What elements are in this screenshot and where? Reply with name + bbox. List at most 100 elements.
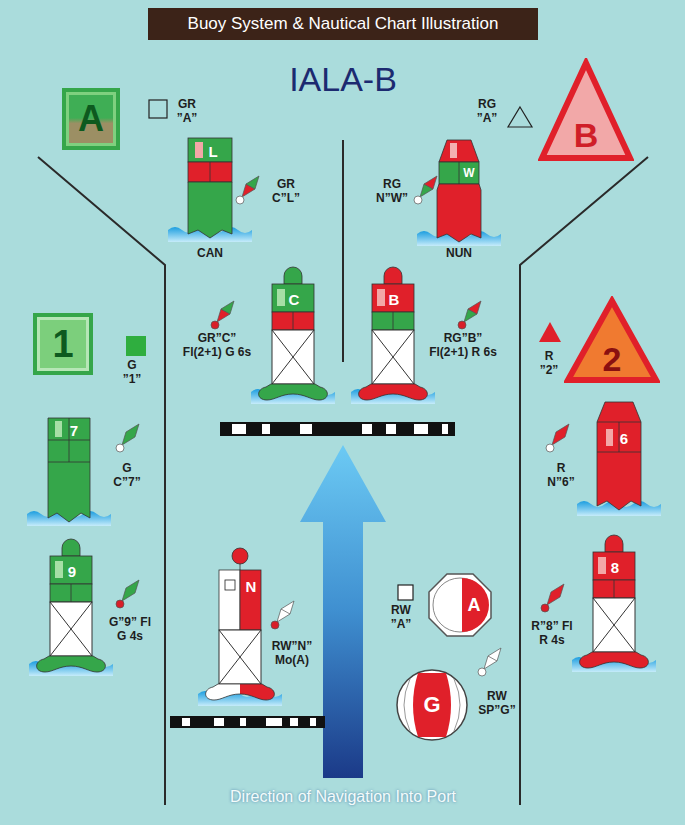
top-marks: [122, 580, 139, 601]
buoy-letter: B: [385, 289, 403, 309]
checkered-bar: [414, 424, 428, 434]
lit-buoy-9: [62, 539, 80, 556]
channel-lines: [38, 157, 165, 805]
node-text: L: [208, 144, 217, 159]
lit-buoy-b: [372, 330, 414, 384]
lit-buoy-c: [293, 312, 294, 330]
octagon-buoy: [429, 574, 491, 636]
buoy-label: RW SP”G”: [477, 690, 517, 718]
top-marks: [458, 321, 466, 329]
top-marks: [211, 321, 219, 329]
top-marks: [271, 601, 294, 629]
triangle-outline: [542, 63, 630, 158]
safe-water-buoy: [240, 570, 261, 630]
node-text: B: [574, 118, 599, 152]
chart-triangle: B: [538, 58, 634, 162]
buoy-label: G C”7”: [110, 462, 144, 490]
triangle-outline: [568, 301, 656, 380]
chart-symbols: [508, 107, 532, 127]
buoy-letter: G: [420, 691, 444, 719]
lit-buoy-8: [605, 535, 623, 552]
top-marks: [414, 176, 437, 204]
top-marks: [546, 444, 554, 452]
nun-buoy: [439, 140, 479, 162]
top-marks: [221, 301, 234, 314]
lit-buoy-c: [284, 267, 302, 284]
safe-water-buoy: [225, 580, 235, 590]
symbol-label: GR ”A”: [174, 98, 200, 126]
node-text: A: [468, 596, 481, 614]
direction-arrow: [300, 445, 386, 778]
node-text: 9: [68, 564, 76, 579]
node-text: 6: [620, 431, 628, 446]
chart-triangle: 2: [564, 296, 660, 384]
lit-buoy-9: [50, 584, 92, 602]
lit-buoy-b: [393, 312, 394, 330]
checkered-bar: [220, 422, 455, 436]
system-heading: IALA-B: [243, 60, 443, 99]
chart-symbols: [398, 585, 413, 600]
checkered-bar: [232, 424, 448, 434]
lit-buoy-9: [55, 561, 63, 578]
checkered-bar: [266, 718, 282, 726]
lit-buoy-c: [259, 384, 328, 400]
buoy-label: R”8” Fl R 4s: [530, 620, 574, 648]
nun-buoy: [450, 143, 457, 158]
node-text: B: [389, 292, 400, 307]
lit-buoy-8: [593, 552, 635, 580]
channel-lines: [520, 157, 648, 805]
chart-symbols: [126, 336, 146, 356]
nun-buoy: [417, 140, 501, 246]
can-buoy: [188, 182, 232, 238]
lit-buoy-8: [598, 557, 606, 574]
symbol-label: R ”2”: [536, 350, 562, 378]
top-marks: [271, 621, 279, 629]
checkered-bar: [290, 718, 298, 726]
title-text: Buoy System & Nautical Chart Illustratio…: [188, 14, 499, 34]
lit-buoy-b: [372, 284, 414, 312]
channel-lines: [342, 140, 344, 362]
top-marks: [468, 301, 481, 314]
top-marks: [116, 600, 124, 608]
lit-buoy-8: [593, 598, 635, 652]
can-buoy-7: [27, 418, 111, 526]
buoy-label: GR”C” Fl(2+1) G 6s: [180, 332, 254, 360]
nun-buoy-6: [577, 402, 661, 516]
buoy-letter: C: [285, 289, 303, 309]
safe-water-buoy: [232, 548, 248, 564]
lit-buoy-c: [272, 284, 314, 312]
nun-buoy: [459, 162, 460, 184]
buoy-type: NUN: [439, 247, 479, 261]
checkered-bar: [170, 716, 325, 728]
safe-water-buoy: [219, 630, 261, 684]
top-marks: [414, 196, 422, 204]
buoy-type: CAN: [190, 247, 230, 261]
top-marks: [236, 196, 244, 204]
top-marks: [116, 424, 139, 452]
can-buoy-7: [48, 418, 90, 462]
top-marks: [116, 176, 569, 676]
direction-caption: Direction of Navigation Into Port: [143, 788, 543, 806]
top-marks: [236, 176, 259, 204]
top-marks: [458, 301, 481, 329]
can-buoy: [195, 142, 203, 158]
top-marks: [116, 444, 124, 452]
lit-buoy-8: [572, 535, 656, 672]
can-buoy: [210, 162, 211, 182]
top-marks: [478, 668, 486, 676]
buoy-label: RG N”W”: [372, 178, 412, 206]
checkered-bar: [386, 424, 396, 434]
top-marks: [552, 424, 569, 445]
octagon-buoy: [429, 574, 491, 636]
can-buoy-7: [48, 418, 90, 522]
spherical-buoy: [404, 679, 460, 731]
checkered-bar: [182, 718, 190, 726]
buoy-label: R N”6”: [542, 462, 580, 490]
buoy-number: 8: [606, 557, 624, 577]
can-buoy: [168, 138, 252, 242]
title-band: Buoy System & Nautical Chart Illustratio…: [148, 8, 538, 40]
lit-buoy-9: [37, 656, 106, 672]
top-marks: [122, 424, 139, 445]
buoy-label: RW ”A”: [385, 604, 417, 632]
octagon-buoy: [462, 578, 489, 632]
